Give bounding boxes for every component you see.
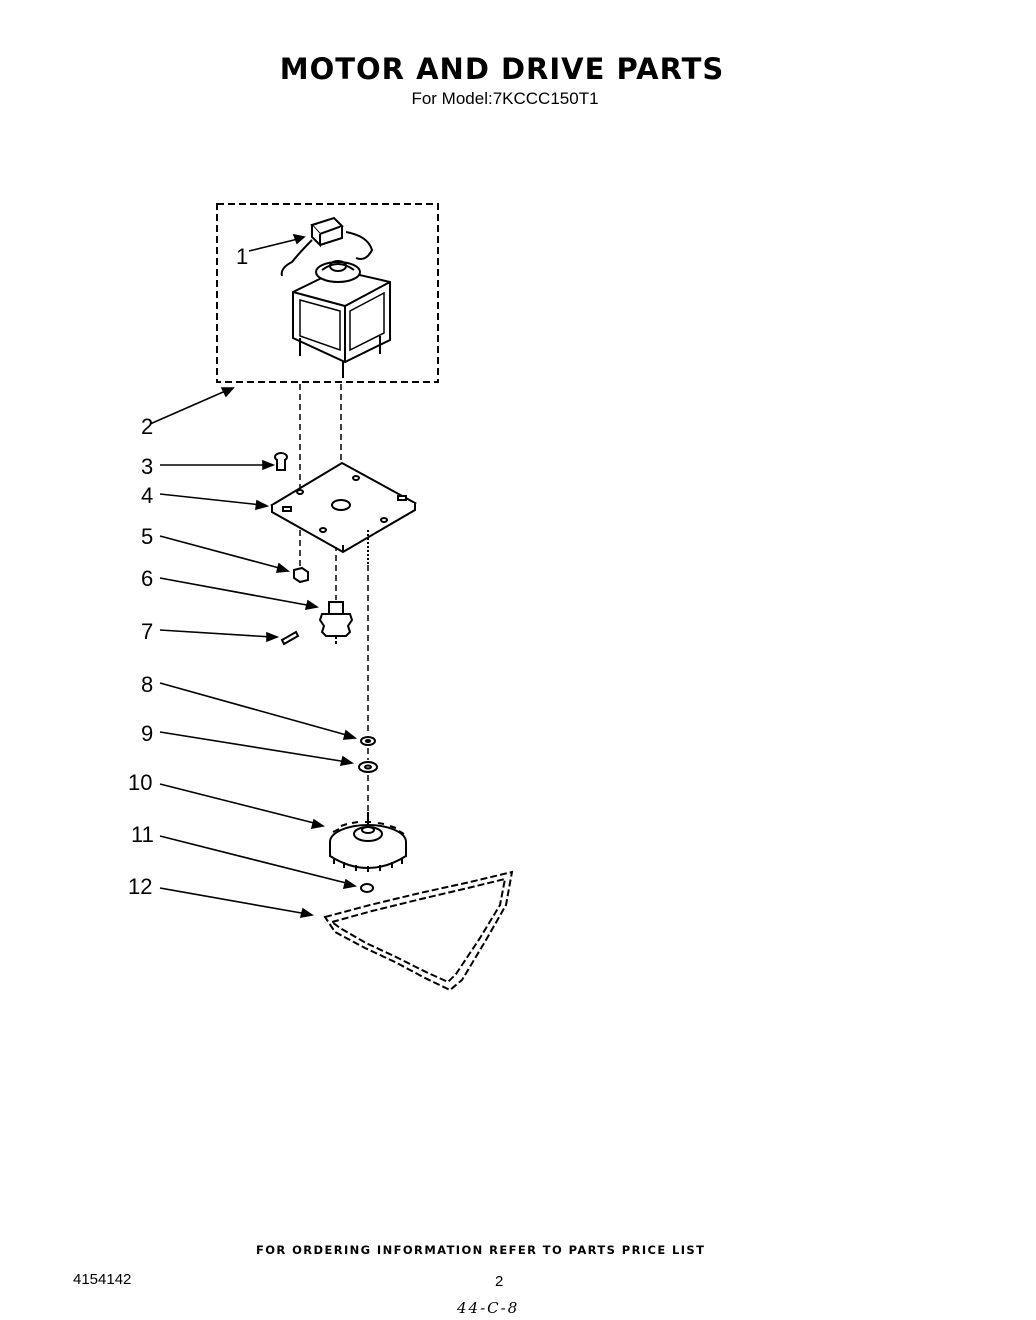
washer-part-9	[358, 761, 378, 773]
clip-part	[360, 883, 374, 893]
callout-7: 7	[141, 619, 153, 644]
callout-5: 5	[141, 524, 153, 549]
page-title: MOTOR AND DRIVE PARTS	[279, 52, 725, 86]
nut-part	[293, 566, 309, 584]
handwritten-note: 44-C-8	[457, 1299, 520, 1317]
callout-9: 9	[141, 721, 153, 746]
connector-part	[310, 216, 344, 248]
alignment-lines	[299, 384, 369, 812]
ordering-info-note: FOR ORDERING INFORMATION REFER TO PARTS …	[256, 1243, 706, 1257]
callout-1: 1	[236, 244, 248, 269]
model-subtitle: For Model:7KCCC150T1	[411, 89, 599, 108]
callout-8: 8	[141, 672, 153, 697]
motor-assembly-box	[216, 203, 439, 383]
pinion-gear-part	[318, 601, 354, 646]
document-number: 4154142	[73, 1271, 132, 1288]
motor-drawing	[280, 231, 391, 378]
callout-11: 11	[131, 822, 154, 847]
callout-6: 6	[141, 566, 153, 591]
set-screw-part	[280, 630, 300, 646]
screw-part	[274, 452, 288, 471]
callout-4: 4	[141, 483, 153, 508]
callout-12: 12	[128, 874, 152, 899]
callout-2: 2	[141, 414, 153, 439]
leader-lines	[149, 233, 358, 919]
washer-part-8	[360, 736, 376, 746]
mounting-plate-part	[270, 461, 418, 554]
page-number: 2	[495, 1273, 504, 1290]
callout-3: 3	[141, 454, 153, 479]
callout-10: 10	[128, 770, 152, 795]
sprocket-part	[329, 812, 407, 872]
chain-part	[323, 870, 514, 992]
